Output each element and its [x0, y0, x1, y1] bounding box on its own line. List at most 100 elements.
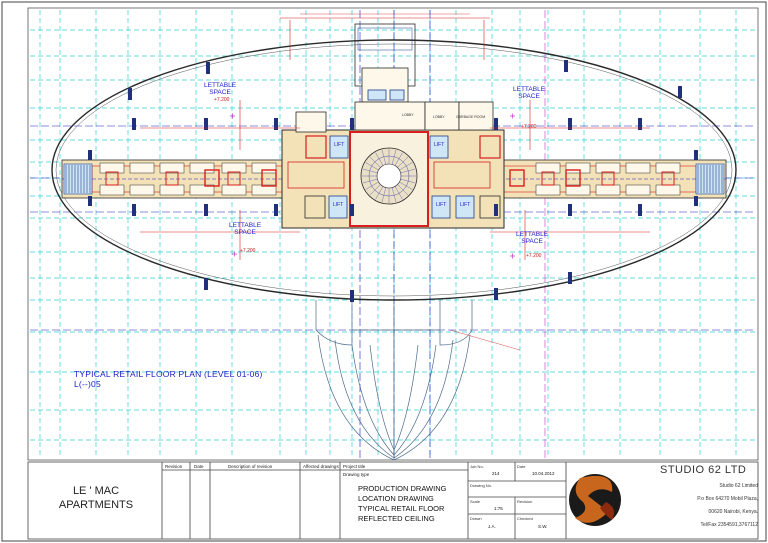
revision-label: Revision: [517, 499, 533, 504]
shop-marker: [165, 171, 179, 186]
level-mark: +7.200: [214, 97, 230, 103]
company-address-line: 00620 Nairobi, Kenya.: [708, 509, 758, 515]
project-title-header: Project title: [343, 464, 366, 469]
rotunda-ray: [381, 149, 387, 165]
light-points: [230, 113, 515, 259]
shop-unit: [189, 162, 215, 174]
service-lines: [140, 20, 650, 351]
drawing-frame: [27, 7, 759, 461]
fire-marker: [565, 169, 581, 187]
drawing-type-line: REFLECTED CEILING: [358, 514, 435, 523]
affected-drawings-header: Affected drawings: [303, 464, 339, 469]
drawing-no-label: Drawing No.: [470, 483, 493, 488]
scale-label: Scale: [470, 499, 481, 504]
rotunda-ray: [391, 187, 397, 203]
column: [638, 118, 642, 130]
level-mark: +7.200: [240, 248, 256, 254]
drawn-value: J.A.: [488, 524, 496, 529]
rotunda-ray: [394, 152, 403, 166]
shop-marker: [541, 171, 555, 186]
shop-unit: [159, 162, 185, 174]
room-label: LOBBY: [402, 113, 414, 117]
rotunda-ray: [391, 149, 397, 165]
column: [88, 196, 92, 206]
rotunda-ray: [397, 156, 409, 168]
shop-unit: [595, 162, 621, 174]
rotunda-ray: [375, 186, 384, 200]
plan-title: TYPICAL RETAIL FLOOR PLAN (LEVEL 01-06): [74, 369, 263, 379]
column: [132, 204, 136, 216]
revision-header: Revision: [165, 464, 183, 469]
shop-unit: [625, 162, 651, 174]
drawing-type-header: Drawing type: [343, 472, 370, 477]
drawn-label: Drawn: [470, 516, 482, 521]
structural-columns: [88, 60, 698, 302]
column: [274, 118, 278, 130]
shop-unit: [565, 184, 591, 196]
shop-unit: [535, 162, 561, 174]
column: [204, 278, 208, 290]
column: [350, 290, 354, 302]
column: [678, 86, 682, 98]
column: [204, 118, 208, 130]
central-core: [281, 129, 505, 229]
lettable-space-label: LETTABLE SPACE: [204, 82, 237, 96]
fire-marker: [204, 169, 220, 187]
rotunda-ray: [397, 184, 409, 196]
column: [694, 150, 698, 160]
shop-unit: [565, 162, 591, 174]
lift-label: LIFT: [460, 202, 471, 208]
column: [568, 118, 572, 130]
job-no-value: 214: [492, 471, 500, 476]
job-no-label: Job No.: [470, 464, 484, 469]
rotunda-ray: [400, 178, 416, 184]
shop-unit: [221, 162, 247, 174]
shop-marker: [227, 171, 241, 186]
date-value: 10.04.2012: [532, 471, 555, 476]
shop-unit: [189, 184, 215, 196]
stair-ends: [63, 163, 725, 195]
date-label: Date: [517, 464, 526, 469]
shop-units: [99, 162, 681, 196]
rotunda-ray: [362, 168, 378, 174]
rotunda-ray: [365, 181, 379, 190]
rotunda-ray: [381, 187, 387, 203]
column: [694, 196, 698, 206]
lift-label: LIFT: [434, 142, 445, 148]
column: [494, 204, 498, 216]
column: [568, 204, 572, 216]
rotunda-ray: [399, 181, 413, 190]
company-name: STUDIO 62 LTD: [660, 464, 747, 476]
shop-marker: [601, 171, 615, 186]
rotunda-ray: [362, 178, 378, 184]
shop-unit: [251, 184, 277, 196]
column: [132, 118, 136, 130]
checked-value: S.W.: [538, 524, 548, 529]
fire-marker: [261, 169, 277, 187]
rotunda-ray: [399, 162, 413, 171]
lettable-space-label: LETTABLE SPACE: [516, 231, 549, 245]
rotunda-ray: [369, 184, 381, 196]
lettable-space-label: LETTABLE SPACE: [513, 86, 546, 100]
drawing-type-line: PRODUCTION DRAWING: [358, 484, 447, 493]
company-address-line: P.o Box 64270 Mobil Plaza,: [697, 496, 758, 502]
column: [564, 60, 568, 72]
rotunda-ray: [369, 156, 381, 168]
column: [350, 118, 354, 130]
lower-canopy: [315, 300, 473, 461]
shop-unit: [655, 162, 681, 174]
rotunda-ray: [365, 162, 379, 171]
company-logo: [569, 474, 621, 526]
lift-label: LIFT: [334, 142, 345, 148]
room-label: LOBBY: [433, 115, 445, 119]
room-label: GARBAGE ROOM: [456, 115, 486, 119]
upper-service-block: [280, 13, 494, 133]
floor-plate-outline: [51, 39, 737, 301]
column: [568, 272, 572, 284]
lift-label: LIFT: [333, 202, 344, 208]
rotunda-ray: [400, 168, 416, 174]
lift-label: LIFT: [436, 202, 447, 208]
column: [88, 150, 92, 160]
